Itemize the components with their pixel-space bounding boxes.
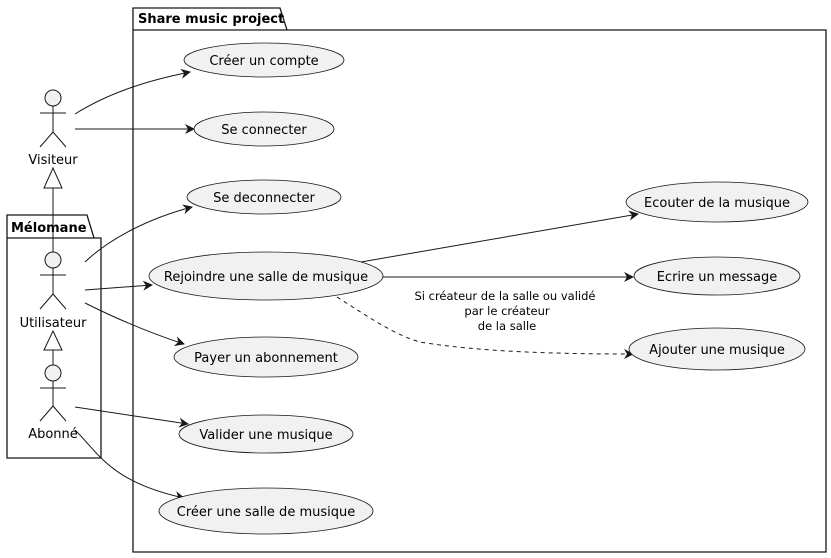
use-case-payer-abonnement-shape[interactable] bbox=[173, 336, 359, 378]
association-abonne-creer-salle bbox=[74, 429, 185, 501]
actor-utilisateur: Utilisateur bbox=[20, 251, 88, 331]
use-cases: Créer un compte Se connecter Se deconnec… bbox=[148, 42, 809, 535]
system-package: Share music project bbox=[132, 7, 827, 553]
condition-note-line2: par le créateur bbox=[464, 304, 549, 318]
use-case-valider-musique-label: Valider une musique bbox=[199, 428, 332, 443]
association-utilisateur-payer-abonnement bbox=[84, 302, 185, 346]
use-case-se-connecter[interactable]: Se connecter bbox=[193, 111, 335, 147]
generalization-utilisateur-visiteur-head bbox=[43, 166, 63, 189]
use-case-se-connecter-shape[interactable] bbox=[193, 111, 335, 147]
condition-note-line1: Si créateur de la salle ou validé bbox=[414, 289, 595, 303]
use-case-ecrire-message[interactable]: Ecrire un message bbox=[633, 256, 801, 296]
use-case-ajouter-musique-shape[interactable] bbox=[628, 327, 806, 371]
generalization-abonne-utilisateur-head bbox=[43, 329, 63, 351]
use-case-ajouter-musique-label: Ajouter une musique bbox=[649, 343, 785, 358]
actor-visiteur-right-leg bbox=[52, 131, 67, 148]
actor-visiteur-head bbox=[44, 89, 62, 107]
generalization-links bbox=[43, 166, 63, 365]
association-rejoindre-ajouter-conditional bbox=[336, 296, 634, 359]
actors-package-title: Mélomane bbox=[11, 221, 87, 236]
actor-abonne-head bbox=[44, 364, 62, 382]
actor-utilisateur-label: Utilisateur bbox=[20, 316, 88, 331]
actor-abonne-right-leg bbox=[52, 405, 67, 422]
use-case-se-deconnecter-label: Se deconnecter bbox=[213, 191, 315, 206]
use-case-valider-musique-shape[interactable] bbox=[178, 414, 354, 454]
association-utilisateur-rejoindre-salle bbox=[84, 280, 153, 291]
use-case-payer-abonnement[interactable]: Payer un abonnement bbox=[173, 336, 359, 378]
use-case-rejoindre-salle-label: Rejoindre une salle de musique bbox=[164, 270, 368, 285]
condition-note-line3: de la salle bbox=[478, 319, 536, 333]
associations bbox=[74, 68, 639, 501]
actor-visiteur: Visiteur bbox=[28, 89, 78, 168]
association-utilisateur-se-deconnecter bbox=[84, 204, 193, 263]
use-case-ecrire-message-shape[interactable] bbox=[633, 256, 801, 296]
use-case-creer-compte-label: Créer un compte bbox=[209, 54, 318, 69]
use-case-ecrire-message-label: Ecrire un message bbox=[657, 270, 778, 285]
use-case-creer-compte[interactable]: Créer un compte bbox=[183, 42, 345, 78]
use-case-ecouter-musique-shape[interactable] bbox=[625, 181, 809, 223]
actor-visiteur-left-leg bbox=[39, 131, 54, 148]
use-case-payer-abonnement-label: Payer un abonnement bbox=[194, 351, 338, 366]
use-case-valider-musique[interactable]: Valider une musique bbox=[178, 414, 354, 454]
use-case-ajouter-musique[interactable]: Ajouter une musique bbox=[628, 327, 806, 371]
actor-visiteur-label: Visiteur bbox=[28, 153, 78, 168]
use-case-ecouter-musique-label: Ecouter de la musique bbox=[644, 196, 790, 211]
actor-abonne: Abonné bbox=[28, 364, 78, 442]
condition-note: Si créateur de la salle ou validé par le… bbox=[414, 289, 595, 333]
association-visiteur-creer-compte bbox=[74, 68, 191, 115]
use-case-se-connecter-label: Se connecter bbox=[221, 123, 307, 138]
use-case-creer-salle-label: Créer une salle de musique bbox=[177, 505, 355, 520]
actors-package-frame bbox=[6, 214, 102, 459]
actors-package: Mélomane bbox=[6, 214, 102, 459]
use-case-rejoindre-salle-shape[interactable] bbox=[148, 251, 384, 301]
system-package-frame bbox=[132, 7, 827, 553]
actor-utilisateur-left-leg bbox=[39, 293, 54, 310]
actor-abonne-label: Abonné bbox=[28, 427, 78, 442]
actor-utilisateur-head bbox=[44, 251, 62, 269]
use-case-se-deconnecter[interactable]: Se deconnecter bbox=[186, 179, 342, 215]
use-case-ecouter-musique[interactable]: Ecouter de la musique bbox=[625, 181, 809, 223]
association-abonne-valider-musique bbox=[74, 406, 189, 428]
use-case-rejoindre-salle[interactable]: Rejoindre une salle de musique bbox=[148, 251, 384, 301]
use-case-creer-salle[interactable]: Créer une salle de musique bbox=[158, 487, 374, 535]
use-case-creer-compte-shape[interactable] bbox=[183, 42, 345, 78]
use-case-se-deconnecter-shape[interactable] bbox=[186, 179, 342, 215]
system-package-title: Share music project bbox=[138, 12, 284, 27]
use-case-creer-salle-shape[interactable] bbox=[158, 487, 374, 535]
association-rejoindre-ecouter bbox=[360, 210, 639, 263]
actor-utilisateur-right-leg bbox=[52, 293, 67, 310]
actor-abonne-left-leg bbox=[39, 405, 54, 422]
